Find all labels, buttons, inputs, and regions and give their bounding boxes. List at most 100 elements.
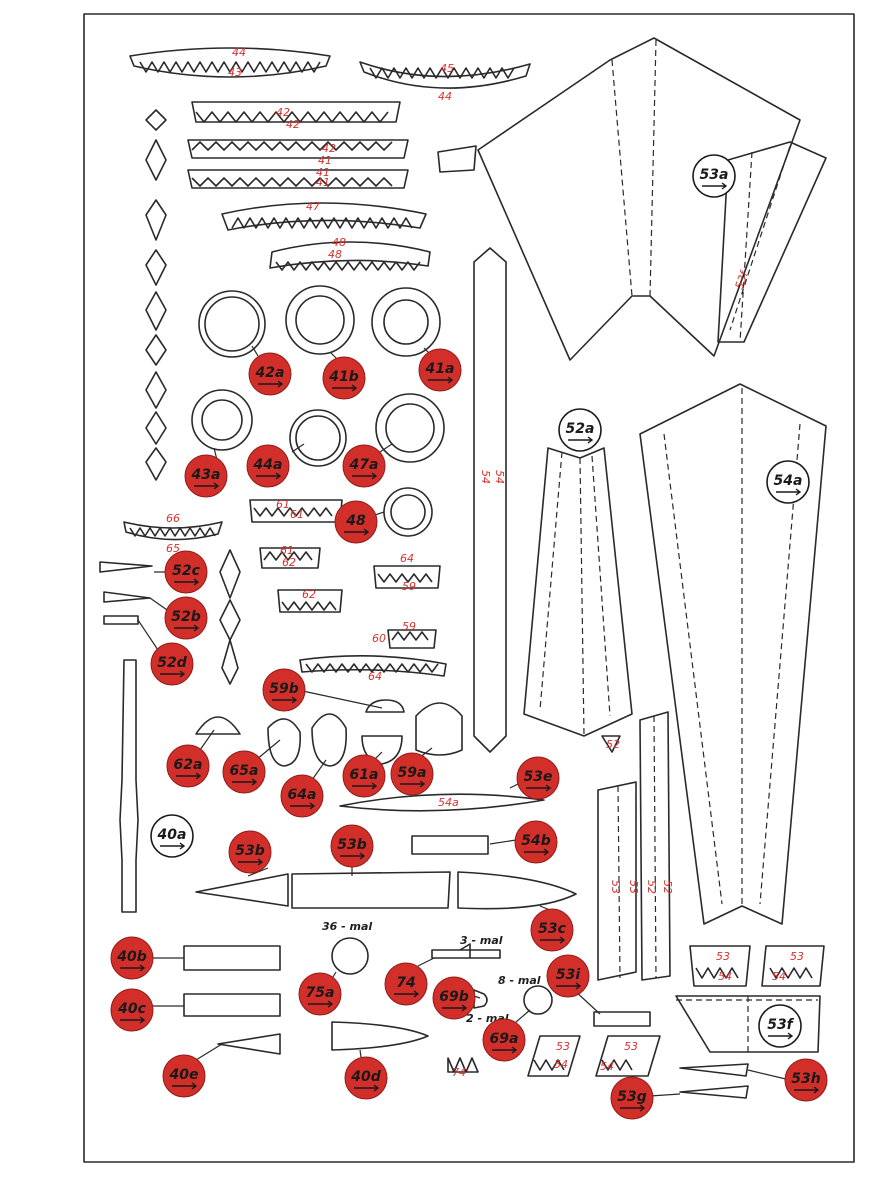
- part-53b-tip-left: [195, 873, 289, 907]
- svg-text:53e: 53e: [524, 769, 553, 785]
- part-52b-shape: [103, 591, 151, 603]
- part-62a-hood: [195, 716, 241, 735]
- svg-text:53b: 53b: [337, 837, 367, 853]
- part-74-zigzag: [447, 1057, 479, 1073]
- ring-41a: [371, 287, 441, 357]
- svg-text:47a: 47a: [349, 457, 379, 473]
- svg-text:65a: 65a: [230, 763, 259, 779]
- part-64a-hood: [311, 713, 347, 767]
- svg-text:40a: 40a: [157, 827, 187, 843]
- label-54a-small: 54a: [438, 796, 459, 809]
- badge-59b: 59b: [262, 668, 306, 712]
- part-61a-hood: [361, 735, 403, 765]
- label-53-box-b: 53: [790, 950, 804, 963]
- badge-64a: 64a: [280, 774, 324, 818]
- svg-text:40b: 40b: [116, 949, 147, 965]
- svg-text:53h: 53h: [791, 1071, 820, 1087]
- label-41b: 41: [318, 154, 332, 167]
- badge-59a: 59a: [390, 752, 434, 796]
- badge-40a: 40a: [150, 814, 194, 858]
- badge-65a: 65a: [222, 750, 266, 794]
- part-40b: [183, 945, 281, 971]
- part-40a-rod: [119, 659, 139, 913]
- badge-69a: 69a: [482, 1018, 526, 1062]
- badge-52c: 52c: [164, 550, 208, 594]
- label-52a-tip: 52: [606, 738, 620, 751]
- badge-44a: 44a: [246, 444, 290, 488]
- part-66-65-strip: 66 65: [123, 512, 223, 555]
- part-53f-plate: [675, 995, 821, 1053]
- label-53-g-b: 53: [624, 1040, 638, 1053]
- part-small-diamond-column: [219, 549, 241, 685]
- badge-40c: 40c: [110, 988, 154, 1032]
- badge-69b: 69b: [432, 976, 476, 1020]
- part-62-piece: 62: [277, 588, 343, 613]
- qty-36: 36 - mal: [322, 920, 372, 933]
- badge-40e: 40e: [162, 1054, 206, 1098]
- part-54-spar: 54 54: [473, 247, 507, 753]
- badge-74: 74: [384, 962, 428, 1006]
- badge-43a: 43a: [184, 454, 228, 498]
- part-60-59-piece: 60 59: [372, 620, 437, 649]
- part-64-long-strip: 64: [299, 655, 447, 683]
- svg-text:41b: 41b: [328, 369, 359, 385]
- svg-text:52a: 52a: [566, 421, 595, 437]
- label-41d: 41: [316, 176, 330, 189]
- part-45-44-strip: 45 44: [359, 61, 531, 103]
- part-74-tab: [459, 943, 471, 958]
- part-53-54-box-a: 53 54: [689, 945, 751, 987]
- badge-53h: 53h: [784, 1058, 828, 1102]
- svg-text:75a: 75a: [306, 985, 335, 1001]
- label-44b: 44: [438, 90, 452, 103]
- label-53-g-a: 53: [556, 1040, 570, 1053]
- badge-53a: 53a: [692, 154, 736, 198]
- part-61b-piece: 61 62: [259, 544, 321, 569]
- ring-42a: [198, 290, 266, 358]
- part-52c-shape: [99, 561, 153, 573]
- part-54a-wing: [339, 793, 545, 812]
- badge-54a: 54a: [766, 460, 810, 504]
- badge-53e: 53e: [516, 756, 560, 800]
- part-65a-hood: [267, 718, 301, 767]
- badge-75a: 75a: [298, 972, 342, 1016]
- badge-41b: 41b: [322, 356, 366, 400]
- svg-text:42a: 42a: [255, 365, 285, 381]
- label-60: 60: [372, 632, 386, 645]
- part-41-strips: 42 41 41 41: [187, 139, 409, 189]
- label-42b: 42: [286, 118, 300, 131]
- red-badge-layer: 42a 41b 41a 43a 44a 47a 48 52c 52b 52d 5…: [110, 348, 828, 1120]
- label-54-side-1: 54: [479, 470, 492, 484]
- svg-text:43a: 43a: [191, 467, 221, 483]
- badge-42a: 42a: [248, 352, 292, 396]
- svg-text:53a: 53a: [700, 167, 729, 183]
- label-53-box-a: 53: [716, 950, 730, 963]
- part-59a-hood: [415, 702, 463, 756]
- label-62: 62: [302, 588, 316, 601]
- badge-41a: 41a: [418, 348, 462, 392]
- svg-text:53c: 53c: [538, 921, 566, 937]
- svg-text:40c: 40c: [117, 1001, 146, 1017]
- label-48: 48: [332, 236, 346, 249]
- svg-text:53b: 53b: [235, 843, 265, 859]
- part-44-43-strip: 44 43: [129, 46, 331, 79]
- svg-text:53f: 53f: [767, 1017, 794, 1033]
- label-61b: 61: [290, 508, 304, 521]
- svg-text:59b: 59b: [269, 681, 299, 697]
- ring-47a: [375, 393, 445, 463]
- badge-53c: 53c: [530, 908, 574, 952]
- label-59-strip: 59: [402, 620, 416, 633]
- label-54-g-b: 54: [600, 1060, 614, 1073]
- label-53f-side: 53f: [733, 268, 752, 291]
- ring-43a: [191, 389, 253, 451]
- label-61c: 61: [280, 544, 294, 557]
- svg-text:40d: 40d: [350, 1069, 381, 1085]
- label-41a: 42: [322, 142, 336, 155]
- label-64-bottom: 64: [368, 670, 382, 683]
- svg-text:41a: 41a: [425, 361, 455, 377]
- part-61-piece: 61 61: [249, 498, 343, 523]
- svg-text:40e: 40e: [169, 1067, 199, 1083]
- part-53h-wedge: [679, 1063, 749, 1077]
- part-53-52-strips: 53 53 52 52: [597, 711, 674, 981]
- label-64: 64: [400, 552, 414, 565]
